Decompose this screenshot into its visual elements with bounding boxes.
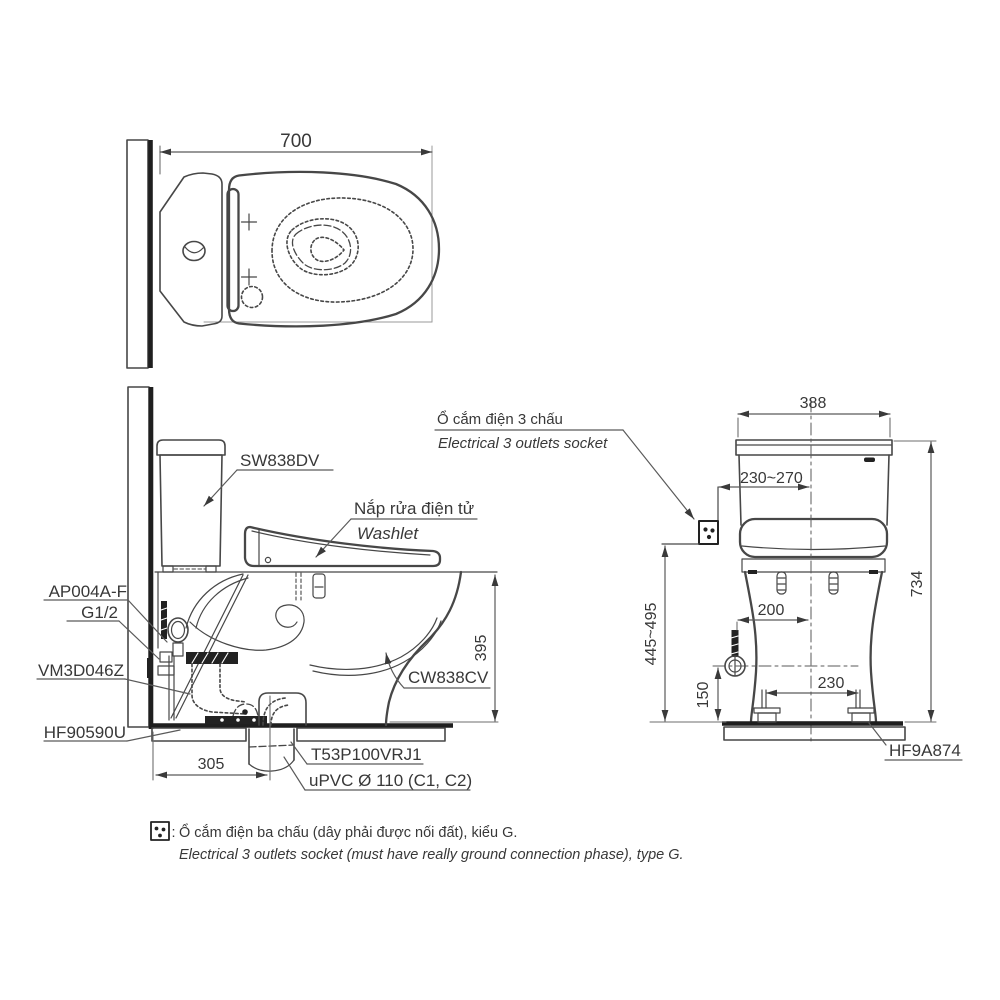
flush-button-icon [182,240,206,262]
tank-lid-side [156,439,226,456]
socket-callout: Ổ cắm điện 3 chấu Electrical 3 outlets s… [434,410,695,520]
washlet-seat-side [243,525,442,568]
seat-hinge-plan [226,187,240,313]
dim-700: 700 [280,131,312,152]
supply-screw-icon [161,601,167,639]
washlet-label-vi: Nắp rửa điện tử [354,499,474,518]
seat-studs [776,571,839,595]
flange-label: HF90590U [44,723,126,742]
dim-445-495: 445~495 [643,603,660,666]
rear-shutoff-valve [724,630,746,677]
footnote-en: Electrical 3 outlets socket (must have r… [179,847,684,863]
thread-label: G1/2 [81,603,118,622]
gasket-label: VM3D046Z [38,661,124,680]
bowl-outline [384,570,463,727]
rear-view: 388 230~270 445~495 200 150 230 734 HF9A… [643,395,963,761]
body-right-outline [869,570,884,724]
wall-hatch-side [127,386,150,728]
floor-hatch-right [296,727,446,742]
dim-734: 734 [909,571,926,598]
seat-opening-dotted [271,197,414,303]
body-left-outline [743,570,758,724]
brand-logo-mark [864,457,875,462]
seat-lid-plan [227,170,441,328]
wall-hatch [126,139,149,369]
footnote: : Ổ cắm điện ba chấu (dây phải được nối … [150,821,684,863]
drain-label: T53P100VRJ1 [311,745,422,764]
floor-hatch-left [151,727,247,742]
tank-plan [159,172,223,327]
drain-elbow [258,692,307,726]
tank-label: SW838DV [240,451,320,470]
socket-icon [698,520,719,545]
footnote-separator: : [172,825,176,841]
washlet-label-en: Washlet [357,524,419,543]
tank-body-side [159,454,223,567]
floor-bolts [753,689,875,723]
stop-valve-assembly [147,601,189,721]
dim-150: 150 [695,682,712,709]
supply-valve-label: AP004A-F [49,582,127,601]
hinge-bolt-marks [240,213,258,286]
dim-230: 230 [818,675,845,692]
fixing-hole-dotted [240,285,264,309]
socket-legend-icon [150,821,170,841]
flange-seal [186,652,238,664]
shutoff-valve-icon [167,617,189,643]
drain-assembly [186,652,307,781]
bolt-cap-label: HF9A874 [889,741,961,760]
side-view-labels: SW838DV Nắp rửa điện tử Washlet AP004A-F… [36,451,491,791]
tank-lid-rear [735,439,893,456]
dim-388: 388 [800,395,827,412]
washlet-seat-rear [738,517,889,559]
top-view: 700 [126,131,441,369]
floor-hatch-rear [723,726,906,741]
bowl-internals [170,573,442,719]
mounting-plate [741,558,886,573]
dim-305: 305 [198,756,225,773]
socket-callout-en: Electrical 3 outlets socket [438,435,608,452]
pipe-label: uPVC Ø 110 (C1, C2) [309,771,472,790]
footnote-vi: Ổ cắm điện ba chấu (dây phải được nối đấ… [179,823,517,841]
socket-callout-leader [622,429,695,520]
side-view: 395 305 SW838DV Nắp rửa điện tử Washlet … [36,386,499,791]
dim-395: 395 [473,635,490,662]
dim-230-270: 230~270 [740,470,803,487]
bowl-label: CW838CV [408,668,489,687]
water-connector [312,573,326,599]
socket-callout-vi: Ổ cắm điện 3 chấu [437,410,563,428]
dim-200: 200 [758,602,785,619]
